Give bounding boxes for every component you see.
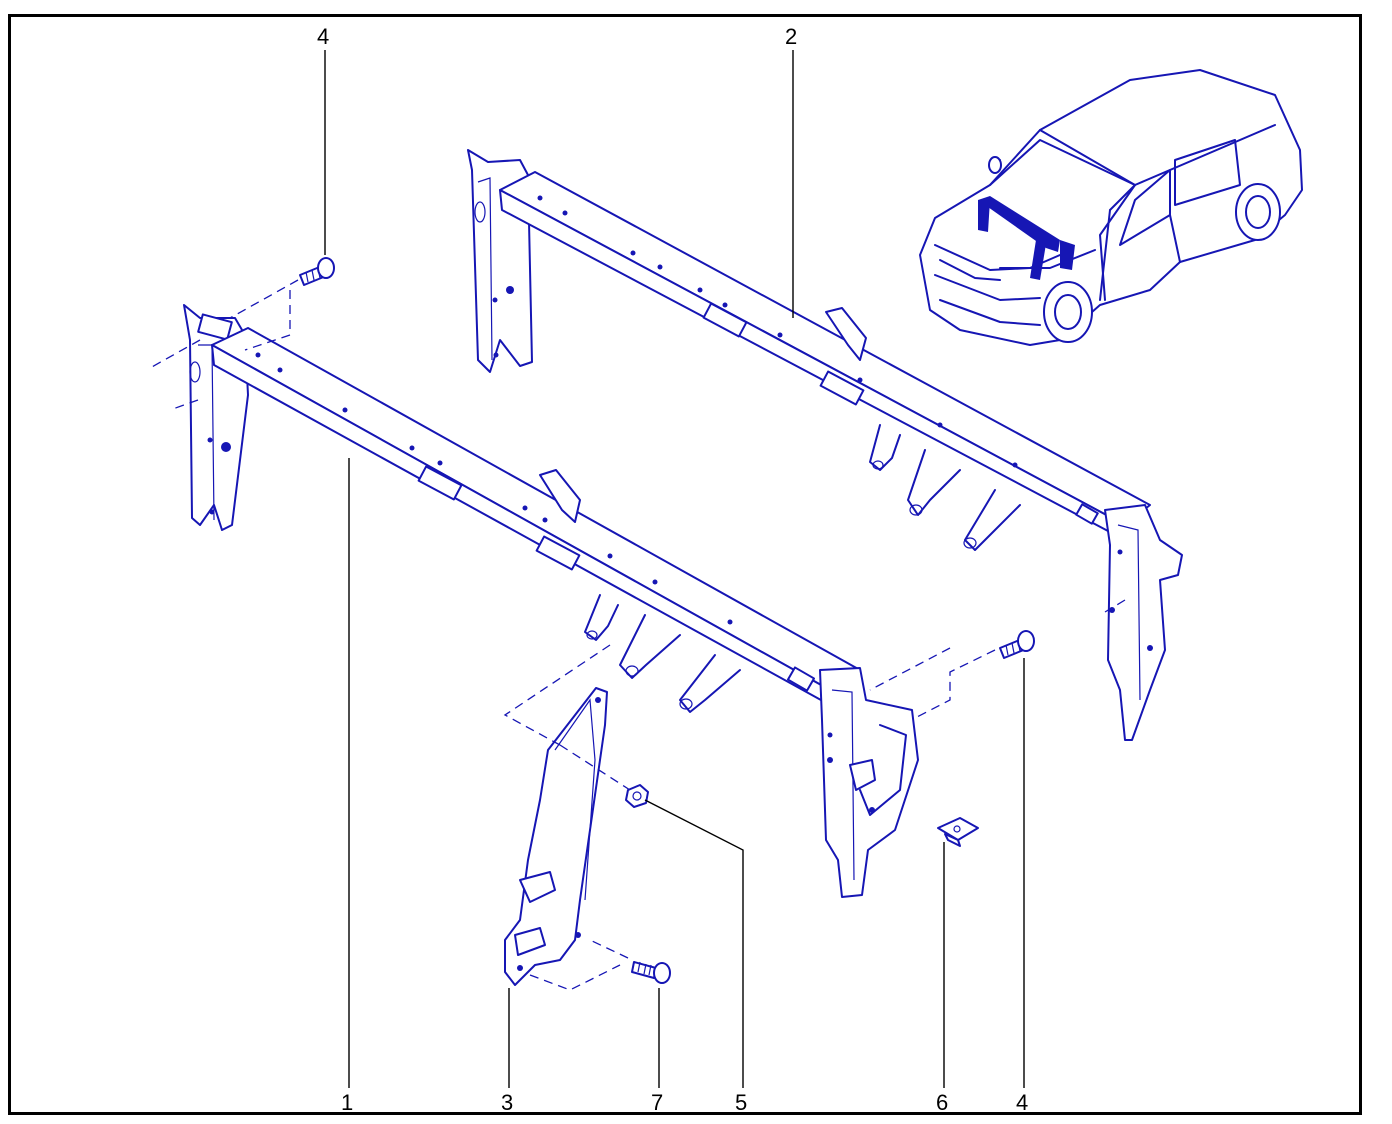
bracket-3 xyxy=(504,687,608,986)
car-overview-illustration xyxy=(919,69,1303,346)
callout-5: 5 xyxy=(735,1090,748,1115)
callout-2: 2 xyxy=(785,24,798,49)
callout-1: 1 xyxy=(341,1090,354,1115)
bolt-4-top xyxy=(299,257,335,286)
cross-beam-2 xyxy=(467,149,1183,741)
nut-5 xyxy=(625,784,649,808)
callout-7: 7 xyxy=(651,1090,664,1115)
callout-4-right: 4 xyxy=(1016,1090,1029,1115)
clip-nut-6 xyxy=(937,817,979,847)
bolt-4-right xyxy=(999,630,1035,659)
bolt-7 xyxy=(631,961,671,984)
callout-6: 6 xyxy=(936,1090,949,1115)
assembly-dash-lines xyxy=(149,279,1126,991)
callout-3: 3 xyxy=(501,1090,514,1115)
callout-4-top: 4 xyxy=(317,24,330,49)
leader-lines xyxy=(324,50,1025,1088)
cross-beam-1 xyxy=(183,304,919,898)
